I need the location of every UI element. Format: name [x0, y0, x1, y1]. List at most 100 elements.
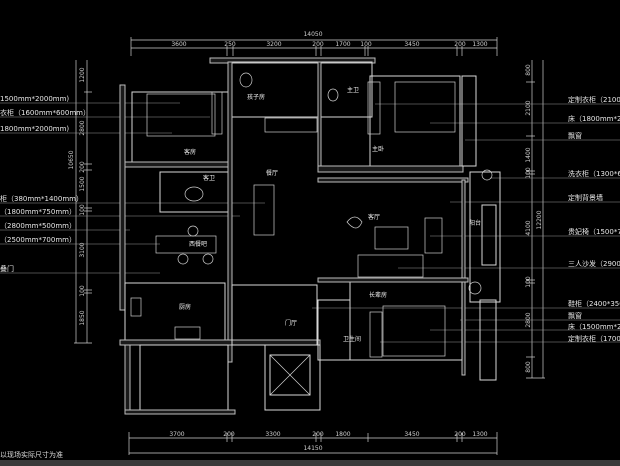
bottom-dimensions: 3700 200 3300 200 1800 3450 200 1300 141… [128, 431, 498, 455]
annotation: 1800mm*2000mm) [0, 125, 69, 133]
dim: 1200 [79, 67, 86, 82]
room-balcony: 阳台 [469, 219, 481, 227]
annotation: 叠门 [0, 264, 14, 273]
room-master-bedroom: 主卧 [372, 145, 384, 153]
room-elder-room: 长辈房 [369, 291, 387, 299]
dim: 1300 [472, 41, 487, 48]
sink [130, 297, 142, 317]
annotation: 三人沙发（2900mm [568, 259, 620, 268]
bottom-total-dim: 14150 [303, 445, 322, 452]
annotation: （2800mm*500mm） [0, 222, 76, 230]
room-dining: 餐厅 [266, 169, 278, 177]
room-labels: 客房 客卫 孩子房 主卫 主卧 餐厅 客厅 阳台 西餐吧 厨房 门厅 卫生间 长… [179, 86, 481, 343]
dim: 800 [525, 64, 532, 76]
top-dimensions: 14050 3600 250 3200 200 1700 100 3450 20… [130, 31, 498, 56]
dim: 3450 [404, 41, 419, 48]
dim: 200 [79, 161, 86, 173]
chaise [424, 217, 443, 254]
coffee-table [374, 226, 409, 250]
annotation: 定制背景墙 [568, 193, 603, 202]
dim: 800 [525, 361, 532, 373]
bathtub [184, 186, 204, 202]
armchair [346, 216, 363, 229]
bar-stool [177, 253, 189, 265]
annotation: 贵妃椅（1500*700 [568, 227, 620, 236]
guest-bed [146, 93, 216, 137]
dim: 1850 [79, 310, 86, 325]
left-annotations: 1500mm*2000mm) 衣柜（1600mm*600mm） 1800mm*2… [0, 95, 90, 273]
dim: 100 [79, 204, 86, 216]
bar-counter [155, 235, 217, 254]
dim: 200 [312, 41, 324, 48]
elder-bed [382, 305, 446, 357]
top-total-dim: 14050 [303, 31, 322, 38]
left-dimensions: 1200 2800 200 1500 100 3100 100 1850 106… [68, 60, 92, 344]
annotation: 床（1800mm*2000m [568, 114, 620, 123]
dim: 100 [525, 276, 532, 288]
dim: 2800 [79, 120, 86, 135]
dim: 1500 [79, 176, 86, 191]
annotation: 床（1500mm*2000m [568, 322, 620, 331]
dim: 2100 [525, 100, 532, 115]
dim: 200 [454, 41, 466, 48]
dim: 1800 [335, 431, 350, 438]
dim: 3300 [265, 431, 280, 438]
annotation: 定制衣柜（2100m [568, 95, 620, 104]
dining-table [253, 184, 275, 236]
wardrobe [211, 91, 223, 135]
room-guest-room: 客房 [184, 148, 196, 156]
furniture [130, 72, 493, 358]
room-master-bath: 主卫 [347, 86, 359, 94]
wardrobe [369, 311, 383, 358]
right-total-dim: 12200 [536, 210, 543, 229]
dim: 100 [525, 167, 532, 179]
dim: 3700 [169, 431, 184, 438]
left-total-dim: 10650 [68, 150, 75, 169]
annotation: （1800mm*750mm） [0, 208, 76, 216]
dim: 200 [223, 431, 235, 438]
stove [174, 326, 201, 340]
room-living: 客厅 [368, 213, 380, 221]
room-western-bar: 西餐吧 [189, 240, 207, 248]
room-guest-bath: 客卫 [203, 174, 215, 182]
dim: 200 [312, 431, 324, 438]
status-bar [0, 460, 620, 466]
annotation: 飘窗 [568, 131, 582, 140]
wardrobe [367, 81, 381, 135]
toilet [327, 88, 339, 102]
dimension-note: 以现场实际尺寸为准 [0, 451, 63, 459]
dim: 1300 [472, 431, 487, 438]
plant [468, 281, 482, 295]
sofa [357, 254, 424, 278]
annotation: 鞋柜（2400*350） [568, 299, 620, 308]
bar-stool [202, 253, 214, 265]
dim: 3450 [404, 431, 419, 438]
dim: 3100 [79, 242, 86, 257]
walls [119, 57, 501, 415]
dim: 4100 [525, 220, 532, 235]
dim: 200 [454, 431, 466, 438]
room-kids-room: 孩子房 [247, 93, 265, 101]
annotation: 洗衣柜（1300*600 [568, 169, 620, 178]
room-foyer: 门厅 [285, 319, 297, 327]
room-kitchen: 厨房 [179, 303, 191, 311]
dim: 100 [360, 41, 372, 48]
toilet [239, 72, 253, 88]
master-bed [394, 81, 456, 133]
annotation: 定制衣柜（1700m [568, 334, 620, 343]
dim: 1400 [525, 147, 532, 162]
dim: 3200 [266, 41, 281, 48]
bar-stool [187, 225, 199, 237]
plant [481, 169, 493, 181]
dim: 1700 [335, 41, 350, 48]
dim: 100 [79, 285, 86, 297]
annotation: （2500mm*700mm） [0, 236, 76, 244]
annotation: 衣柜（1600mm*600mm） [0, 108, 90, 117]
leader-lines [0, 102, 620, 343]
annotation: 飘窗 [568, 311, 582, 320]
dim: 3600 [171, 41, 186, 48]
annotation: 1500mm*2000mm) [0, 95, 69, 103]
room-bathroom: 卫生间 [343, 335, 361, 343]
dim: 250 [224, 41, 236, 48]
